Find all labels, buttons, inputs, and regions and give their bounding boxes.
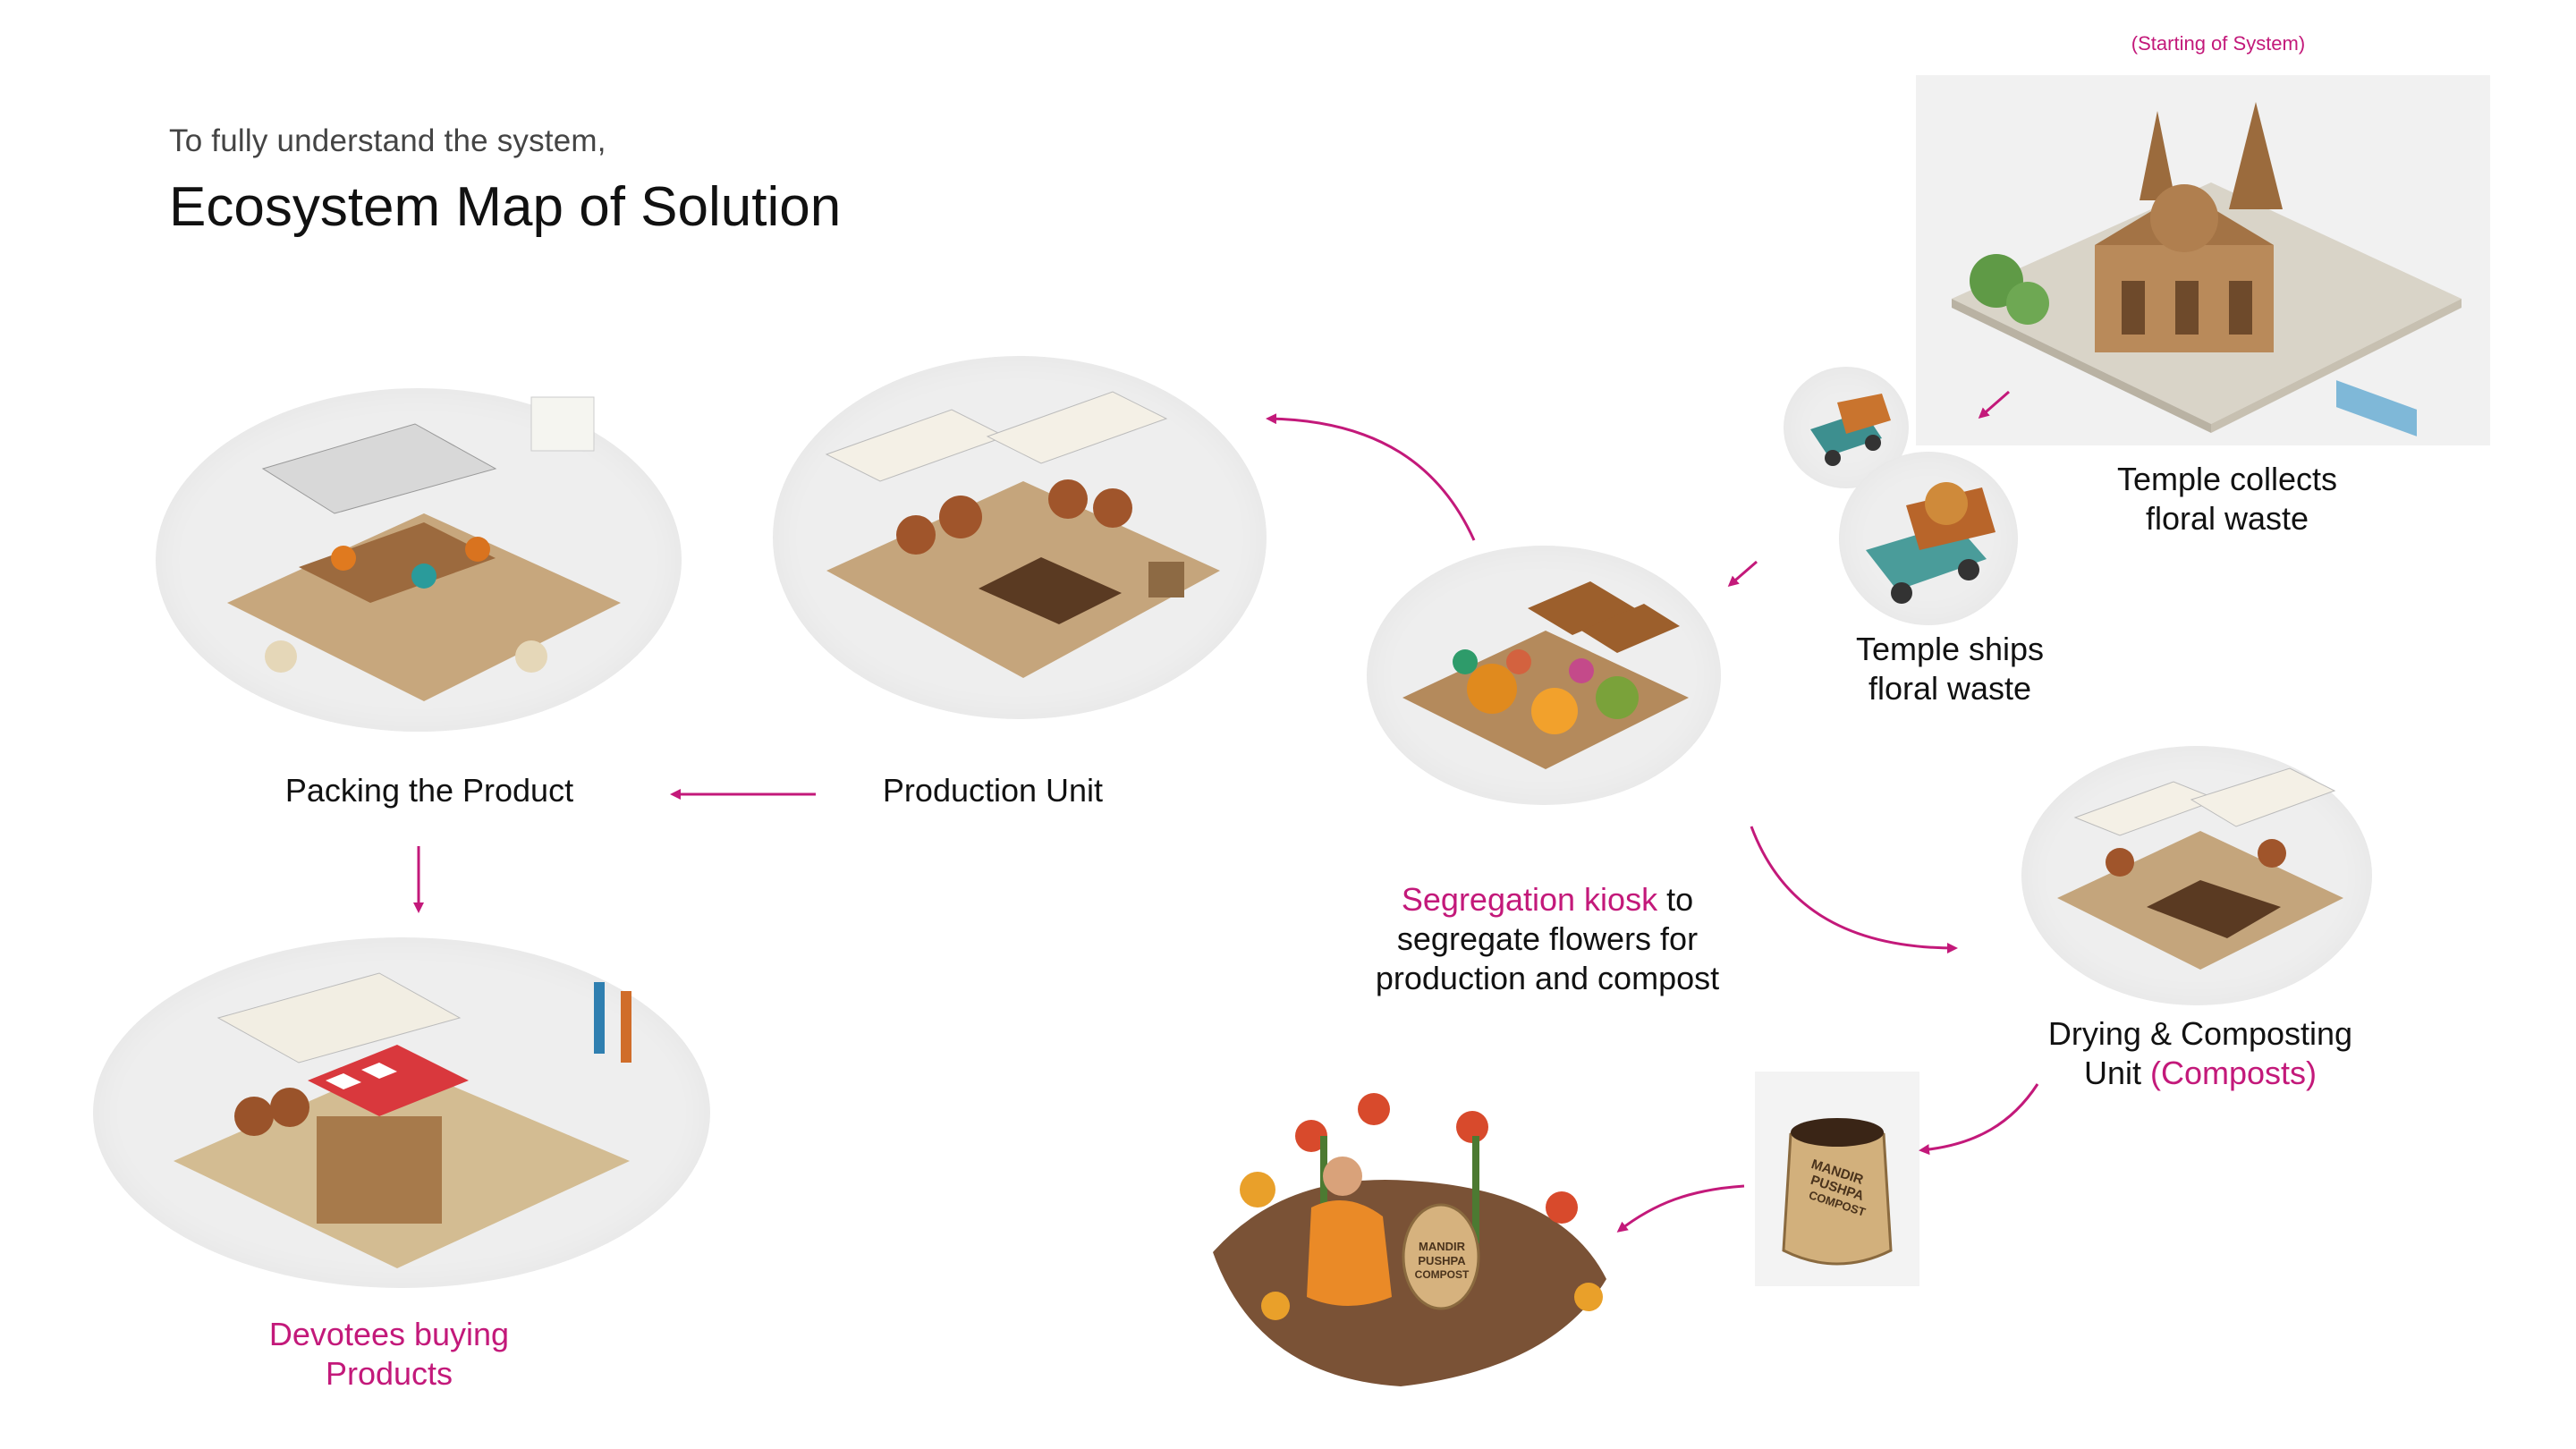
- segregation-highlight: Segregation kiosk: [1401, 881, 1658, 918]
- drying-label: Drying & Composting Unit (Composts): [2004, 1014, 2397, 1093]
- drying-composting-illustration: [2021, 746, 2372, 1005]
- arrow-bag-to-garden: [1616, 1184, 1745, 1233]
- page-kicker: To fully understand the system,: [169, 123, 606, 158]
- drying-line2a: Unit: [2083, 1055, 2150, 1091]
- packing-illustration: [156, 388, 682, 732]
- garden-bag-text-2: PUSHPA: [1418, 1254, 1466, 1267]
- devotees-line2: Products: [325, 1355, 453, 1392]
- starting-note: (Starting of System): [2131, 32, 2306, 55]
- segregation-label: Segregation kiosk to segregate flowers f…: [1315, 880, 1780, 998]
- devotees-label: Devotees buying Products: [224, 1315, 555, 1394]
- ship-label-line1: Temple ships: [1855, 631, 2045, 667]
- segregation-line3: production and compost: [1375, 960, 1720, 996]
- arrow-ship-to-kiosk: [1727, 560, 1758, 587]
- arrow-kiosk-to-production: [1266, 413, 1476, 541]
- truck-illustration-large: [1839, 452, 2018, 625]
- segregation-line2: segregate flowers for: [1396, 920, 1699, 957]
- temple-label-line2: floral waste: [2145, 500, 2309, 537]
- segregation-kiosk-illustration: [1367, 546, 1721, 805]
- arrow-drying-to-bag: [1919, 1083, 2039, 1156]
- packing-label: Packing the Product: [284, 772, 574, 809]
- production-label: Production Unit: [882, 772, 1104, 809]
- temple-illustration: [1916, 75, 2490, 445]
- page-title: Ecosystem Map of Solution: [169, 176, 842, 238]
- devotees-line1: Devotees buying: [268, 1316, 510, 1352]
- segregation-rest: to: [1657, 881, 1694, 918]
- ship-label-line2: floral waste: [1868, 670, 2032, 707]
- devotees-illustration: [93, 937, 710, 1288]
- compost-bag-illustration: MANDIR PUSHPA COMPOST: [1755, 1072, 1919, 1286]
- garden-bag-text-3: COMPOST: [1414, 1268, 1470, 1281]
- arrow-kiosk-to-drying: [1750, 826, 1958, 953]
- drying-line1: Drying & Composting: [2047, 1015, 2353, 1052]
- drying-line2b: (Composts): [2150, 1055, 2318, 1091]
- garden-illustration: MANDIR PUSHPA COMPOST: [1177, 1073, 1633, 1413]
- temple-label-line1: Temple collects: [2116, 461, 2338, 497]
- ship-label: Temple ships floral waste: [1789, 630, 2111, 708]
- temple-label: Temple collects floral waste: [2057, 460, 2397, 538]
- production-unit-illustration: [773, 356, 1267, 719]
- garden-bag-text-1: MANDIR: [1419, 1240, 1465, 1253]
